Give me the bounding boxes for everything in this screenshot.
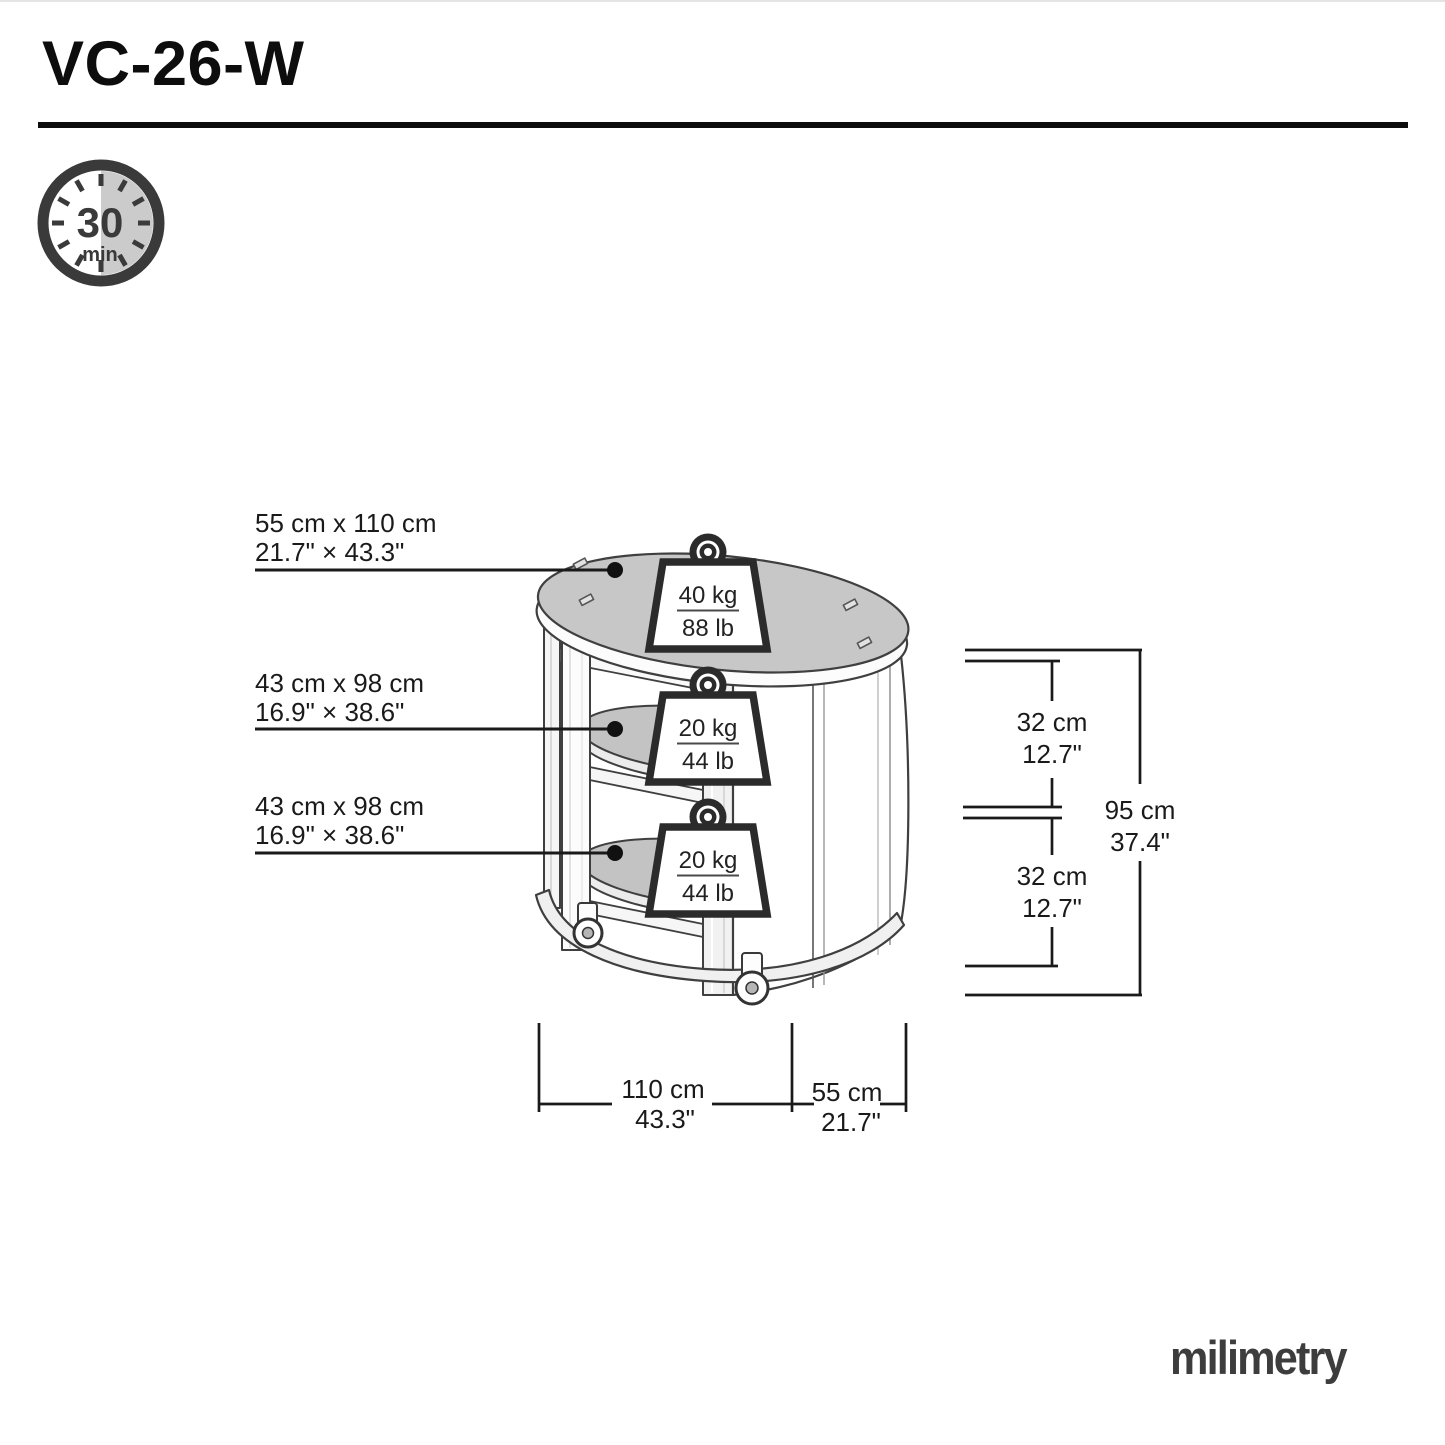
weight-20kg-icon: 20 kg 44 lb (644, 666, 772, 786)
label-top-shelf: 55 cm x 110 cm 21.7" × 43.3" (255, 508, 437, 567)
clock-ticks (52, 174, 150, 272)
middle-shelf-size-imperial: 16.9" × 38.6" (255, 697, 404, 727)
total-height-imperial: 37.4" (1110, 827, 1170, 857)
page-title: VC-26-W (42, 29, 305, 99)
caster-front-left (572, 902, 604, 949)
brand-logo: milimetry (1170, 1331, 1348, 1384)
label-bottom-shelf: 43 cm x 98 cm 16.9" × 38.6" (255, 791, 424, 850)
label-middle-shelf: 43 cm x 98 cm 16.9" × 38.6" (255, 668, 424, 727)
capacity-bottom-kg: 20 kg (679, 847, 738, 874)
bottom-shelf-size-imperial: 16.9" × 38.6" (255, 820, 404, 850)
leader-dots (607, 562, 623, 861)
total-height-metric: 95 cm (1105, 795, 1176, 825)
height-dimensions: 32 cm 12.7" 95 cm 37.4" 32 cm 12.7" (963, 648, 1176, 997)
page-top-border (0, 0, 1445, 2)
back-left-post (543, 605, 561, 909)
top-shelf-size-metric: 55 cm x 110 cm (255, 508, 437, 538)
title-rule (38, 122, 1408, 128)
tabletop-slot-marks (572, 557, 873, 650)
leader-lines (255, 568, 608, 855)
capacity-middle-lb: 44 lb (682, 748, 734, 775)
base-rim (534, 888, 906, 984)
top-shelf-size-imperial: 21.7" × 43.3" (255, 537, 404, 567)
clock-30min-icon: 30 min (37, 159, 165, 287)
clock-half-shade (101, 171, 153, 275)
width-dimension-lines (537, 1023, 908, 1112)
front-left-post (561, 615, 591, 951)
weight-40kg-icon: 40 kg 88 lb (644, 533, 772, 653)
length-metric: 110 cm (621, 1074, 704, 1104)
upper-gap-imperial: 12.7" (1022, 739, 1082, 769)
assembly-time-value: 30 (77, 199, 124, 246)
depth-imperial: 21.7" (821, 1107, 881, 1137)
lower-gap-imperial: 12.7" (1022, 893, 1082, 923)
capacity-middle-kg: 20 kg (679, 715, 738, 742)
middle-shelf-size-metric: 43 cm x 98 cm (255, 668, 424, 698)
bottom-shelf-size-metric: 43 cm x 98 cm (255, 791, 424, 821)
capacity-top-kg: 40 kg (679, 582, 738, 609)
weight-20kg-icon-bottom: 20 kg 44 lb (644, 798, 772, 918)
height-dimension-lines (963, 648, 1142, 997)
assembly-time-unit: min (82, 244, 118, 266)
depth-metric: 55 cm (812, 1077, 883, 1107)
upper-gap-metric: 32 cm (1017, 707, 1088, 737)
capacity-bottom-lb: 44 lb (682, 880, 734, 907)
length-imperial: 43.3" (635, 1104, 695, 1134)
caster-front-center (734, 952, 770, 1006)
lower-gap-metric: 32 cm (1017, 861, 1088, 891)
capacity-top-lb: 88 lb (682, 615, 734, 642)
width-dimensions: 110 cm 43.3" 55 cm 21.7" (537, 1023, 908, 1137)
